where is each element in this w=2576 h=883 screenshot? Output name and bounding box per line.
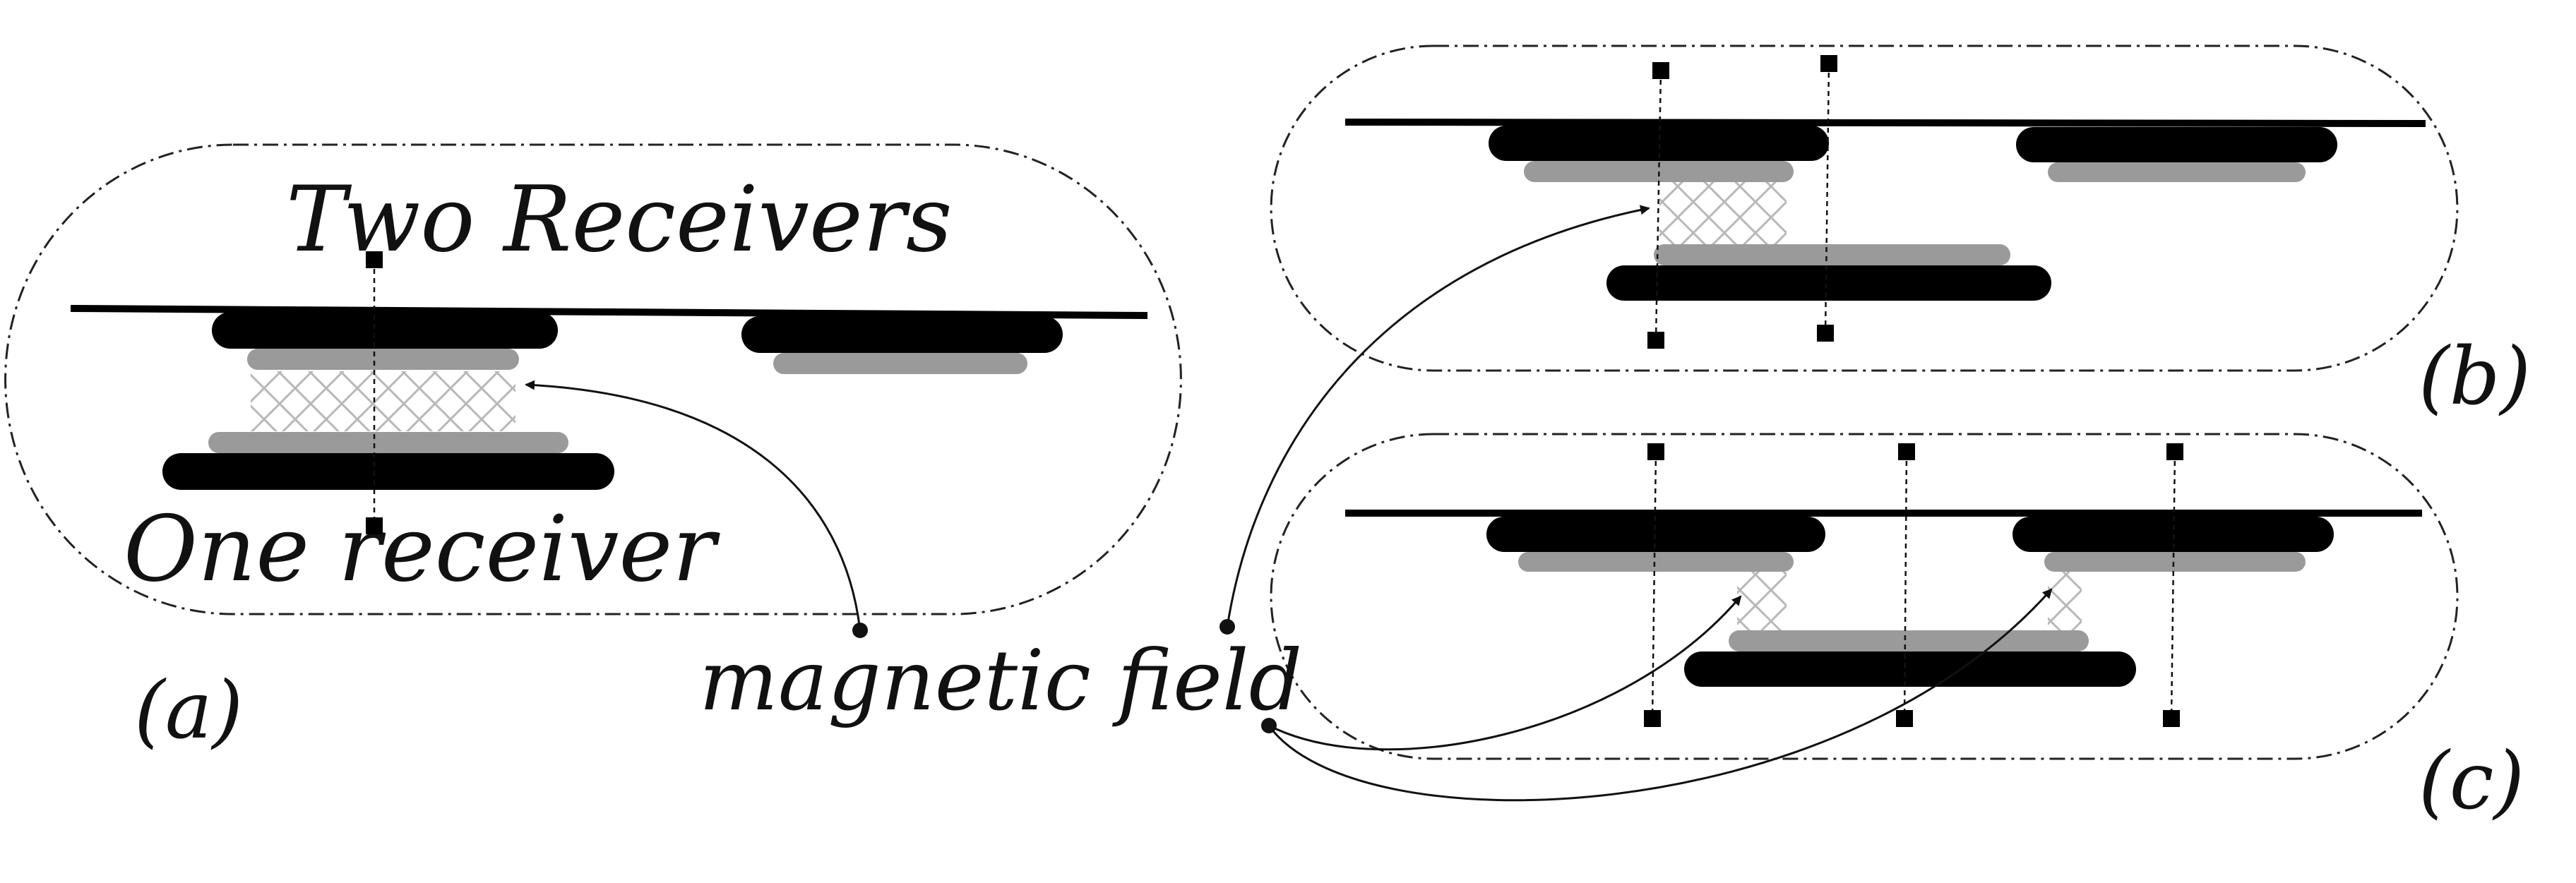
- receiver-coil-left: [212, 312, 558, 349]
- magnetic-field-callouts: magnetic field: [525, 205, 2053, 802]
- magnetic-field-hatch-a: [251, 371, 515, 431]
- arrow-to-field-a: [525, 380, 861, 631]
- panel-c: (c): [1270, 433, 2524, 827]
- axis-end-marker: [1647, 332, 1664, 349]
- receiver-ferrite-right: [773, 353, 1027, 374]
- receiver-ferrite-right: [2048, 162, 2306, 182]
- coil-axis-b2: [1824, 63, 1830, 334]
- receiver-surface-line: [1344, 119, 2426, 127]
- receiver-ferrite-left: [247, 349, 519, 370]
- axis-end-marker: [366, 517, 383, 534]
- magnetic-field-label: magnetic field: [699, 632, 1302, 729]
- transmitter-coil-b: [1606, 265, 2051, 301]
- magnetic-field-hatch-b: [1659, 182, 1787, 244]
- axis-end-marker: [366, 251, 383, 268]
- arrow-to-field-c-left: [1268, 595, 1742, 751]
- panel-a: Two Receivers One receiver (a): [4, 143, 1182, 757]
- coil-axis-c1: [1651, 451, 1657, 719]
- transmitter-ferrite-c: [1729, 630, 2089, 651]
- axis-end-marker: [1647, 443, 1664, 460]
- transmitter-ferrite-b: [1654, 244, 2010, 265]
- panel-c-label: (c): [2419, 735, 2524, 827]
- panel-b: (b): [1270, 44, 2531, 423]
- receiver-ferrite-left: [1518, 552, 1794, 572]
- coil-axis-c2: [1903, 451, 1908, 719]
- panel-a-frame: [4, 143, 1182, 615]
- axis-end-marker: [1652, 62, 1669, 79]
- receiver-surface-line: [70, 305, 1148, 319]
- transmitter-ferrite-a: [208, 432, 568, 453]
- transmitter-coil-a: [162, 453, 614, 490]
- axis-end-marker: [2166, 443, 2183, 460]
- panel-a-label: (a): [134, 665, 243, 757]
- receiver-ferrite-right: [2044, 552, 2306, 572]
- coil-axis-b1: [1654, 70, 1662, 341]
- one-receiver-label: One receiver: [124, 497, 720, 602]
- axis-end-marker: [1898, 443, 1915, 460]
- receiver-coil-right: [741, 316, 1063, 353]
- two-receivers-label: Two Receivers: [286, 167, 953, 272]
- magnetic-field-hatch-c-left: [1737, 572, 1787, 632]
- axis-end-marker: [1817, 325, 1834, 342]
- axis-end-marker: [1896, 710, 1913, 727]
- receiver-coil-left: [1489, 126, 1829, 161]
- axis-end-marker: [1820, 55, 1837, 72]
- receiver-coil-right: [2016, 127, 2337, 162]
- panel-b-label: (b): [2419, 331, 2531, 423]
- receiver-coil-left: [1486, 517, 1825, 552]
- arrow-to-field-b: [1226, 205, 1650, 627]
- arrow-to-field-c-right: [1268, 588, 2053, 802]
- axis-end-marker: [2163, 710, 2180, 727]
- coil-axis-c3: [2170, 451, 2176, 719]
- panel-b-frame: [1270, 44, 2459, 372]
- axis-end-marker: [1644, 710, 1661, 727]
- transmitter-coil-c: [1684, 651, 2136, 687]
- panel-c-frame: [1270, 433, 2459, 760]
- magnetic-field-hatch-c-right: [2048, 572, 2082, 632]
